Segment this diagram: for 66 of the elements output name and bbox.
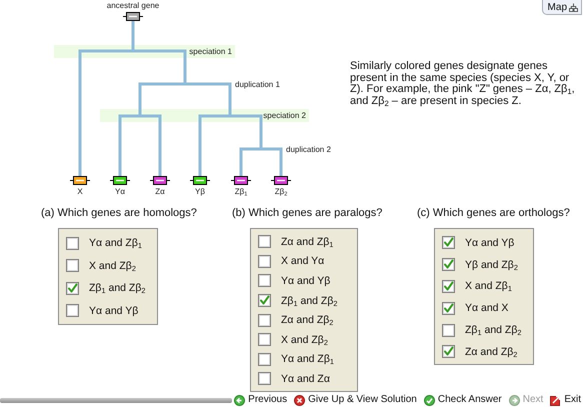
checked-checkbox [442, 236, 455, 250]
option-label: Yα and Zβ$_{1}$ [89, 237, 142, 250]
checked-checkbox [258, 294, 271, 308]
description-text: Similarly colored genes designate genes present in the same species (species X, Y, or Z). For example, the pink "Z" genes – Zα, Zβ$_{1}$, and Zβ$_{2}$ – are present in species Z. [350, 61, 576, 107]
checkbox [258, 352, 271, 366]
option-label: X and Zβ$_{2}$ [89, 260, 136, 272]
checkbox [258, 274, 271, 288]
gene-label: Zβ$_{1}$ [234, 187, 248, 197]
event-label: duplication 2 [286, 145, 331, 154]
option-label: Yα and Yβ [281, 274, 330, 287]
tree-branch [78, 58, 82, 176]
option-label: Zα and Zβ$_{2}$ [465, 346, 518, 358]
tree-branch [260, 122, 282, 176]
gene-label: Yα [114, 187, 126, 197]
option-label: X and Yα [281, 255, 324, 268]
checked-checkbox [442, 258, 455, 272]
checkbox [66, 304, 79, 318]
checkbox [66, 259, 79, 272]
option-label: Yα and Yβ [465, 236, 514, 249]
option-label: Yα and Zα [281, 372, 330, 385]
tree-branch [138, 56, 232, 110]
option-label: X and Zβ$_{2}$ [281, 334, 328, 346]
map-button: Map [542, 0, 582, 15]
gene-label: Zβ$_{2}$ [274, 187, 288, 197]
option-label: Zα and Zβ$_{2}$ [281, 314, 334, 326]
tree-branch [158, 122, 162, 176]
option-label: Yα and Zβ$_{1}$ [281, 353, 334, 366]
exit-label: Exit [564, 394, 581, 406]
tree-branch [198, 122, 202, 176]
option-label: Yα and Yβ [89, 304, 138, 317]
option-label: Zβ$_{1}$ and Zβ$_{2}$ [281, 294, 338, 307]
question-text: (c) Which genes are orthologs? [417, 207, 570, 220]
tree-branch [118, 122, 122, 176]
checkbox [258, 314, 271, 327]
checked-checkbox [442, 345, 455, 358]
next-label: Next [522, 394, 544, 406]
highlight-band [54, 45, 235, 58]
give-up-label: Give Up & View Solution [308, 394, 417, 406]
question-text: (a) Which genes are homologs? [41, 207, 197, 220]
highlight-band [100, 109, 309, 122]
gene-label: Yβ [194, 187, 206, 197]
checked-checkbox [66, 282, 79, 295]
checkbox [66, 236, 79, 250]
question-text: (b) Which genes are paralogs? [232, 207, 382, 220]
previous-label: Previous [248, 394, 288, 406]
event-label: duplication 1 [235, 80, 280, 89]
checked-checkbox [442, 280, 455, 293]
band-label: speciation 2 [263, 110, 306, 122]
checkbox [442, 324, 455, 337]
checkbox [258, 254, 271, 268]
option-label: Yα and X [465, 302, 508, 314]
checkbox [258, 372, 271, 386]
check-answer-label: Check Answer [438, 394, 502, 406]
tree-branch [132, 21, 134, 45]
band-label: speciation 1 [189, 46, 232, 58]
option-label: Zβ$_{1}$ and Zβ$_{2}$ [89, 282, 146, 294]
checkbox [258, 333, 271, 346]
gene-label: ancestral gene [106, 1, 160, 11]
option-label: X and Zβ$_{1}$ [465, 280, 512, 292]
gene-label: Zα [154, 187, 166, 197]
option-label: Zα and Zβ$_{1}$ [281, 236, 334, 248]
checked-checkbox [442, 302, 455, 315]
gene-label: X [76, 187, 84, 197]
option-label: Zβ$_{1}$ and Zβ$_{2}$ [465, 324, 522, 336]
checkbox [258, 235, 271, 248]
option-label: Yβ and Zβ$_{2}$ [465, 258, 518, 271]
